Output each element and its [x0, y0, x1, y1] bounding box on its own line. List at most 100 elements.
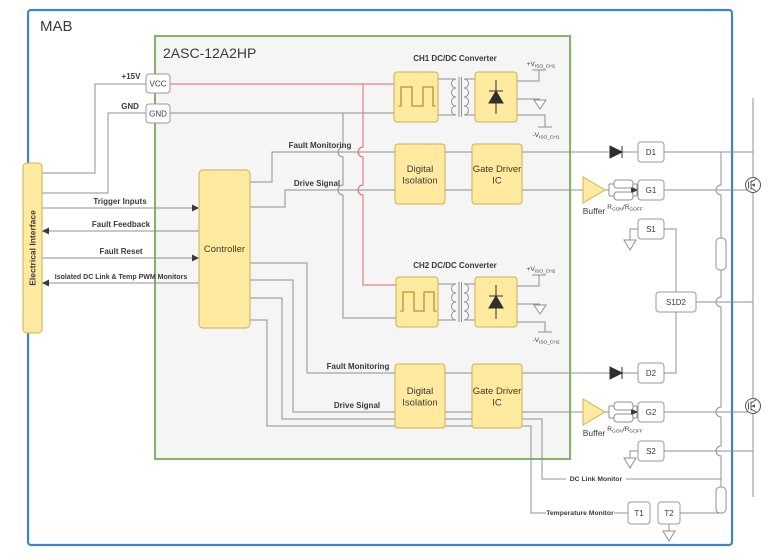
g2-label: G2 [646, 408, 657, 417]
g1-arrow-icon [631, 186, 638, 194]
digital-isolation-label: Isolation [402, 398, 437, 409]
mab-title: MAB [40, 18, 73, 35]
ch1-converter-title: CH1 DC/DC Converter [413, 54, 497, 63]
iso-ground-icon [533, 99, 547, 110]
s2-wire [629, 450, 753, 458]
isolated-monitors-label: Isolated DC Link & Temp PWM Monitors [55, 274, 188, 281]
d1-label: D1 [646, 148, 657, 157]
ch2-dcdc-output-wires [438, 274, 552, 333]
gate-driver-label: Gate Driver [473, 164, 522, 175]
ch1-fault-label: Fault Monitoring [289, 141, 352, 150]
trigger-arrow-icon [192, 204, 199, 212]
s2-terminal [637, 440, 665, 462]
g2-terminal [637, 401, 665, 423]
ch2-gate-driver-block [471, 363, 523, 429]
ch2-gate-resistor-net [605, 405, 638, 419]
ch2-gate-resistor-label: RGON/RGOFF [607, 426, 643, 435]
ch2-buffer-icon [582, 398, 606, 426]
d2-terminal [637, 362, 665, 384]
fault-reset-arrow-icon [192, 254, 199, 262]
controller-label: Controller [204, 244, 245, 255]
s1-wire [629, 228, 677, 292]
gnd-rail-wire [170, 112, 396, 319]
rectifier-diode-icon [488, 80, 504, 114]
s1-terminal [637, 218, 665, 240]
dc-link-resistor-icon [715, 486, 727, 514]
isolated-monitors-arrow-icon [42, 279, 49, 287]
rectifier-diode-icon [488, 285, 504, 319]
d1-diode-icon [609, 145, 624, 159]
ch1-dcdc-output-wires [438, 69, 552, 128]
gnd-port [145, 103, 171, 124]
digital-isolation-label: Digital [407, 386, 433, 397]
gate-driver-label: Gate Driver [473, 386, 522, 397]
vcc-port-label: VCC [150, 80, 167, 89]
d1-terminal [637, 141, 665, 163]
buffer-label: Buffer [583, 206, 606, 216]
ch1-digital-isolation-block [394, 143, 446, 205]
gate-driver-label: IC [492, 398, 502, 409]
resistor-icon [613, 179, 634, 189]
s1-ground-icon [623, 239, 637, 251]
ch2-fault-label: Fault Monitoring [327, 362, 390, 371]
t2-terminal [657, 501, 681, 525]
electrical-interface-block [22, 162, 43, 334]
digital-isolation-label: Isolation [402, 176, 437, 187]
ch1-pwm-block [393, 71, 439, 123]
d2-diode-icon [609, 366, 624, 380]
label-backing [546, 506, 614, 516]
s2-label: S2 [646, 447, 656, 456]
fault-feedback-label: Fault Feedback [92, 220, 151, 229]
ch1-fault-wire [250, 151, 753, 183]
fault-reset-label: Fault Reset [99, 247, 142, 256]
gnd-port-label: GND [149, 110, 167, 119]
s1d2-label: S1D2 [666, 298, 687, 307]
module-title: 2ASC-12A2HP [163, 45, 256, 61]
temperature-monitor-label: Temperature Monitor [546, 510, 614, 517]
resistor-icon [613, 401, 634, 411]
t1-terminal [627, 501, 651, 525]
g2-arrow-icon [631, 408, 638, 416]
s1d2-terminal [655, 291, 697, 313]
high-side-switch-icon [745, 177, 761, 193]
fault-feedback-arrow-icon [42, 227, 49, 235]
transformer-icon [451, 282, 469, 322]
ch1-gate-driver-block [471, 143, 523, 205]
trigger-inputs-label: Trigger Inputs [93, 197, 147, 206]
t2-label: T2 [664, 509, 674, 518]
electrical-interface-label: Electrical Interface [28, 210, 38, 286]
gate-driver-label: IC [492, 176, 502, 187]
gnd-label: GND [121, 102, 139, 111]
s1-label: S1 [646, 225, 656, 234]
vcc-rail-wire [170, 83, 396, 286]
resistor-icon [613, 413, 634, 423]
label-backing [566, 472, 626, 482]
controller-block [198, 169, 251, 329]
dc-link-resistor-icon [715, 237, 727, 271]
ch2-vneg-label: -VISO_CH2 [532, 337, 559, 346]
ch1-dcdc-converter: CH1 DC/DC Converter +VISO_CH1 -VISO_CH1 [393, 54, 560, 141]
ch2-pwm-block [395, 276, 439, 328]
pwm-wave-icon [398, 86, 436, 107]
ch1-gate-resistor-label: RGON/RGOFF [607, 204, 643, 213]
low-side-switch-icon [745, 398, 761, 414]
gnd-wire [42, 112, 146, 194]
ch1-drive-label: Drive Signal [294, 179, 340, 188]
pwm-wave-icon [400, 291, 437, 312]
ch2-drive-label: Drive Signal [334, 401, 380, 410]
dc-link-monitor-label: DC Link Monitor [570, 476, 623, 483]
digital-isolation-label: Digital [407, 164, 433, 175]
buffer-label: Buffer [583, 428, 606, 438]
ch2-converter-title: CH2 DC/DC Converter [413, 261, 497, 270]
transformer-icon [451, 77, 469, 117]
p15v-label: +15V [122, 72, 142, 81]
ch2-vpos-label: +VISO_CH2 [527, 266, 556, 275]
g1-terminal [637, 179, 665, 201]
ch1-buffer-icon [582, 176, 606, 204]
iso-ground-icon [533, 304, 547, 315]
dc-link-divider-wire [680, 152, 722, 514]
d2-label: D2 [646, 369, 657, 378]
ch1-vpos-label: +VISO_CH1 [527, 61, 556, 70]
